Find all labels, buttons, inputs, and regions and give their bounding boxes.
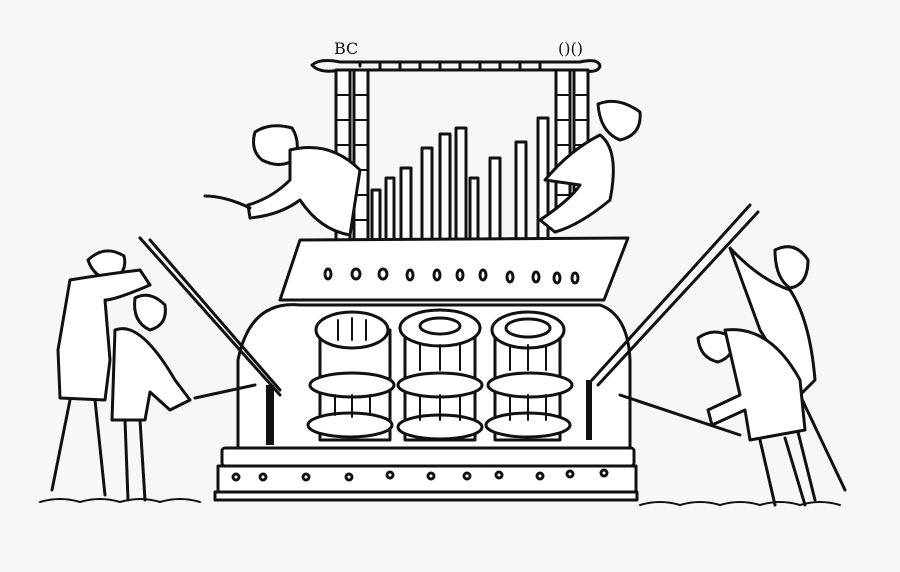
organ-base xyxy=(213,446,639,502)
drum-2 xyxy=(396,308,484,442)
drum-3 xyxy=(484,310,574,442)
organ-pipes xyxy=(370,116,550,242)
pumper-left-2 xyxy=(110,293,192,502)
organ-keybox xyxy=(278,236,630,302)
ground-line xyxy=(39,498,841,507)
frame-letters-left: BC xyxy=(334,39,358,58)
pumper-right-1 xyxy=(728,245,847,502)
organ-body xyxy=(236,303,632,452)
pumper-right-2 xyxy=(696,328,807,507)
organist-right xyxy=(538,99,642,234)
drum-1 xyxy=(306,310,396,442)
bellows-levers xyxy=(138,203,760,437)
frame-letters-right: ()() xyxy=(558,39,583,58)
organist-left xyxy=(203,124,362,237)
pumper-left-1 xyxy=(50,249,152,497)
